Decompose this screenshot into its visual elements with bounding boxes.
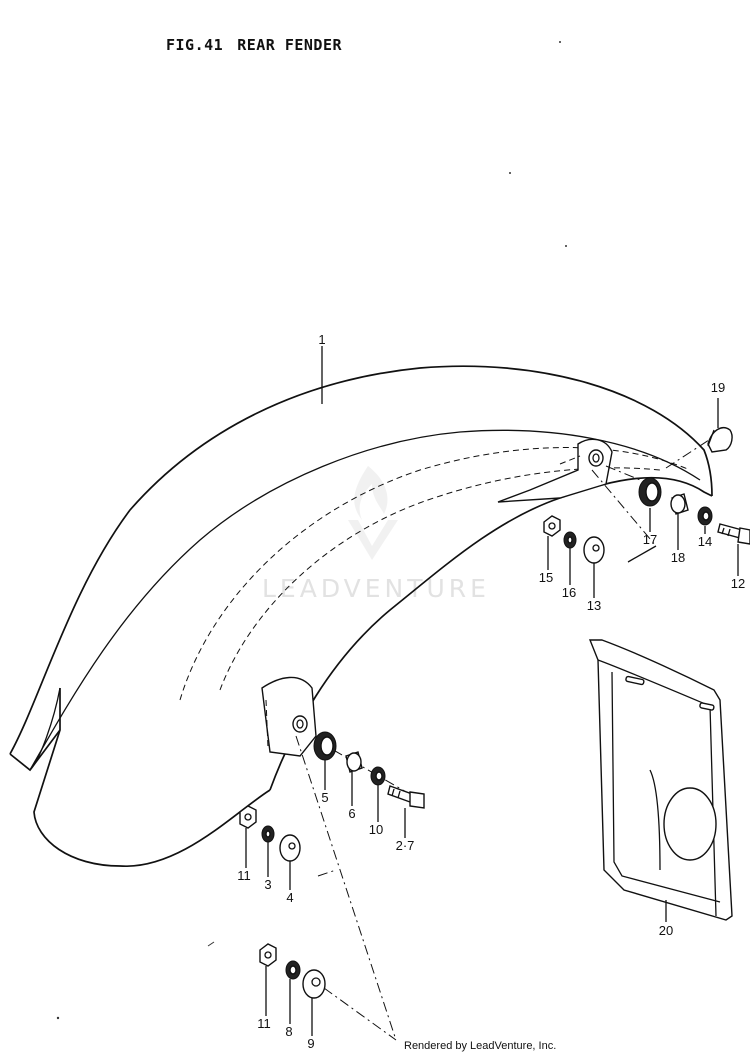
watermark-text: LEADVENTURE (262, 574, 490, 603)
part-12-bolt (717, 523, 750, 545)
callout-20: 20 (659, 923, 673, 938)
callout-5: 5 (321, 790, 328, 805)
callout-4: 4 (286, 890, 293, 905)
part-15-nut (543, 515, 561, 537)
callout-13: 13 (587, 598, 601, 613)
part-5-grommet (313, 731, 337, 761)
rear-fender (9, 365, 713, 867)
part-14-washer (697, 506, 713, 526)
part-11-nut-upper (239, 805, 257, 829)
callout-10: 10 (369, 822, 383, 837)
callout-19: 19 (711, 380, 725, 395)
render-credit: Rendered by LeadVenture, Inc. (404, 1040, 557, 1052)
callout-9: 9 (307, 1036, 314, 1051)
part-13-washer (583, 536, 605, 564)
figure-title: FIG.41 REAR FENDER (166, 36, 342, 54)
callout-labels: 1 19 17 18 14 12 15 16 13 5 6 10 2·7 11 … (237, 332, 745, 1051)
callout-11-upper: 11 (237, 868, 251, 883)
figure-name: REAR FENDER (237, 36, 343, 54)
part-9-washer (302, 969, 326, 999)
part-17-grommet (638, 477, 662, 507)
part-8-lock-washer (285, 960, 301, 980)
callout-17: 17 (643, 532, 657, 547)
part-20-mud-flap (588, 639, 733, 921)
callout-15: 15 (539, 570, 553, 585)
callout-14: 14 (698, 534, 712, 549)
callout-3: 3 (264, 877, 271, 892)
part-2-7-bolt (387, 785, 425, 809)
part-11-nut-lower (259, 943, 277, 967)
part-18-collar (670, 493, 689, 515)
part-10-washer (370, 766, 386, 786)
callout-1: 1 (318, 332, 325, 347)
callout-11-lower: 11 (257, 1016, 271, 1031)
callout-6: 6 (348, 806, 355, 821)
part-4-washer (279, 834, 301, 862)
part-16-lock-washer (563, 531, 577, 549)
figure-number: FIG.41 (166, 36, 224, 54)
scan-specks (56, 41, 567, 1020)
callout-18: 18 (671, 550, 685, 565)
callout-2-7: 2·7 (396, 838, 415, 853)
part-3-lock-washer (261, 825, 275, 843)
watermark-logo (348, 466, 398, 560)
part-6-collar (345, 751, 363, 773)
callout-leaders (245, 398, 739, 1036)
part-19-cap-nut (707, 426, 733, 453)
callout-8: 8 (285, 1024, 292, 1039)
callout-16: 16 (562, 585, 576, 600)
callout-12: 12 (731, 576, 745, 591)
